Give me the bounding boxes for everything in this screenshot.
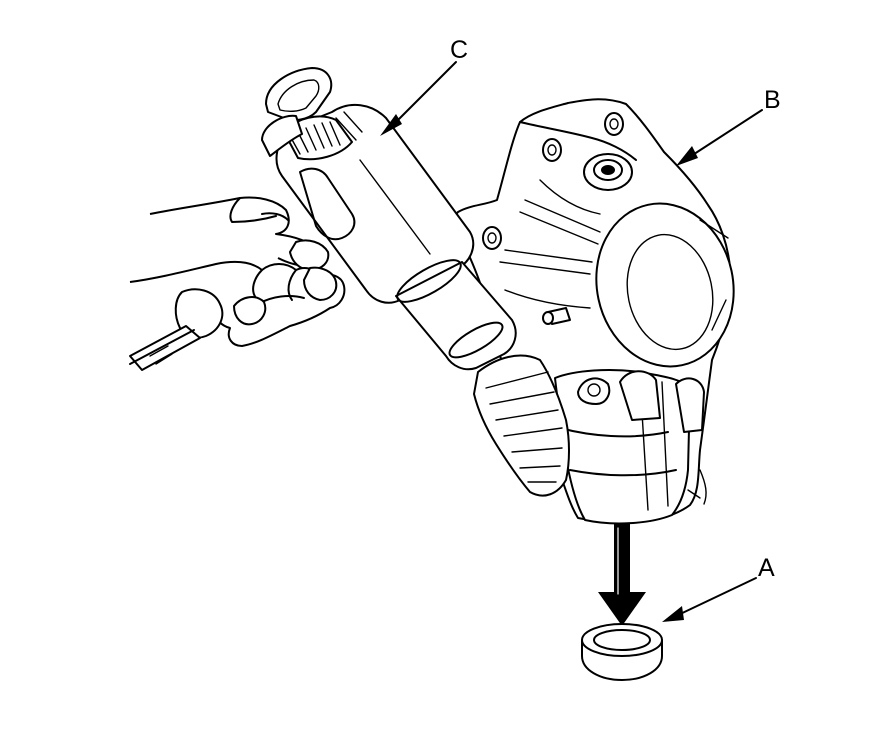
leader-line-b (687, 109, 763, 159)
tool-exhaust-shading (473, 354, 570, 497)
hand-holding-tool (149, 196, 330, 271)
callout-label-b: B (764, 86, 781, 114)
seal-ring-part-a (581, 623, 663, 681)
callout-label-c: C (450, 36, 468, 64)
leader-line-c (391, 61, 457, 127)
install-direction-arrow (598, 524, 646, 626)
leader-line-a (675, 577, 757, 617)
leader-arrowhead-c (380, 114, 402, 136)
driver-tool-part-c (261, 67, 517, 371)
callout-label-a: A (758, 554, 775, 582)
leader-arrowhead-b (676, 146, 698, 166)
callout-leaders (380, 61, 763, 622)
leader-arrowhead-a (662, 606, 684, 622)
housing-part-b (452, 98, 735, 525)
hand-holding-mallet (129, 261, 346, 371)
